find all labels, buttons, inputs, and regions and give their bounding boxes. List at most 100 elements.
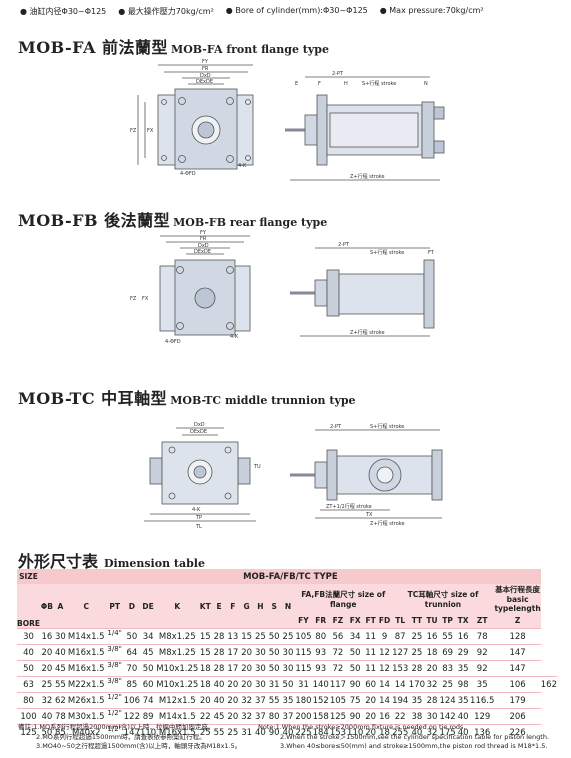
col-c: C	[83, 601, 89, 611]
table-cell: 18	[198, 676, 213, 693]
table-cell: 105	[329, 692, 347, 709]
note-en-3: 3.When 40≤bore≤50(mm) and stroke≥1500mm,…	[280, 742, 548, 750]
col-zt: ZT	[476, 616, 488, 625]
label-tl: TL	[195, 524, 202, 530]
table-cell: 255	[391, 724, 409, 740]
table-cell: 11	[363, 644, 378, 661]
table-cell: 98	[456, 676, 471, 693]
table-cell: M14x1.5	[66, 628, 106, 645]
size-header: SIZE	[17, 569, 40, 584]
table-cell: 70	[123, 660, 140, 677]
table-cell: 110	[139, 724, 157, 740]
table-cell: 20	[363, 708, 378, 725]
table-cell: 175	[438, 724, 457, 740]
label-h: H	[344, 81, 348, 87]
flange-group-header: FA,FB法蘭尺寸 size of flange	[301, 589, 386, 609]
table-cell: 90	[267, 724, 282, 740]
table-cell: 35	[281, 692, 295, 709]
table-cell: 142	[438, 708, 457, 725]
table-cell: 34	[139, 628, 157, 645]
table-cell: 18	[425, 644, 439, 661]
table-cell: 140	[312, 676, 330, 693]
spec-pressure-en: ● Max pressure:70kg/cm²	[379, 6, 484, 15]
table-cell: 28	[425, 692, 439, 709]
table-cell: 83	[438, 660, 457, 677]
label-z-stroke-tc: Z+行程 stroke	[370, 520, 405, 527]
table-cell: 40	[408, 724, 426, 740]
table-cell: 20	[363, 692, 378, 709]
table-cell: 106	[494, 676, 541, 693]
table-cell: 89	[139, 708, 157, 725]
table-cell: 37	[281, 708, 295, 725]
table-cell: M26x1.5	[66, 692, 106, 709]
table-cell: 30	[253, 644, 268, 661]
drawing-fb: FY FR DxD DExDE FZ FX 4-ΦFD 4-K 2-PT S+行…	[130, 230, 435, 345]
table-cell: 75	[346, 692, 364, 709]
bore-header: BORE	[17, 619, 40, 628]
table-cell: 14	[377, 692, 392, 709]
table-cell: 11	[363, 660, 378, 677]
label-k: 4-K	[238, 163, 247, 169]
table-cell: 74	[139, 692, 157, 709]
table-cell: M10x1.25	[156, 676, 199, 693]
table-cell: 50	[123, 628, 140, 645]
label-zt: ZT+1/2行程 stroke	[326, 503, 372, 510]
col-tt: TT	[411, 616, 423, 625]
table-cell: 78	[53, 708, 67, 725]
table-cell: 80	[267, 708, 282, 725]
table-cell: M16x1.5	[156, 724, 199, 740]
table-cell: 170	[408, 676, 426, 693]
col-s: S	[271, 601, 277, 611]
table-cell: 147	[494, 644, 541, 661]
table-cell: 32	[239, 708, 254, 725]
label-fz: FZ	[130, 128, 137, 134]
col-b: ΦB	[40, 601, 53, 611]
table-cell: 16	[377, 708, 392, 725]
col-tu: TU	[426, 616, 438, 625]
note-en-2: 2.When the stroke＞1500mm,see the cylinde…	[280, 732, 550, 741]
table-cell: 100	[17, 708, 40, 725]
table-cell: 20	[198, 692, 213, 709]
label-dxd-tc: DxD	[194, 422, 205, 428]
col-tx: TX	[457, 616, 469, 625]
table-cell: 22	[198, 708, 213, 725]
note-cn-2: 2.MO系列行程超過1500mm時，請查表依参照築缸行程。	[36, 732, 206, 741]
table-cell: 20	[225, 708, 240, 725]
col-fr: FR	[315, 616, 327, 625]
table-cell: 15	[239, 628, 254, 645]
table-cell: 206	[494, 708, 541, 725]
table-cell: 85	[123, 676, 140, 693]
label-pt: 2-PT	[332, 71, 344, 77]
label-fz-fb: FZ	[130, 296, 137, 302]
table-cell: 55	[212, 724, 226, 740]
note-en-1: Note:1.When the stroke≥2000mm,fixture is…	[258, 723, 466, 731]
table-cell: 194	[391, 692, 409, 709]
col-d: D	[128, 601, 135, 611]
table-cell: 25	[253, 628, 268, 645]
table-cell: 90	[346, 708, 364, 725]
table-cell: 20	[239, 676, 254, 693]
label-tp: TP	[195, 515, 202, 521]
note-cn-1: 備註:1.MO系列行程超過2000mm(含)以上時，拉桿中間加固定座。	[18, 723, 215, 731]
table-cell: 85	[53, 724, 67, 740]
table-cell: 147	[123, 724, 140, 740]
table-cell: 13	[225, 628, 240, 645]
table-cell: 115	[294, 660, 313, 677]
col-de: DE	[142, 601, 154, 611]
col-fd: FD	[378, 616, 391, 625]
table-cell: 56	[329, 628, 347, 645]
table-cell: 90	[346, 676, 364, 693]
table-cell: 20	[40, 660, 54, 677]
table-cell: 147	[494, 660, 541, 677]
label-fy-fb: FY	[200, 230, 207, 236]
table-cell: 40	[40, 708, 54, 725]
spec-bar: ● 油缸内径Φ30~Φ125 ● 最大操作壓力70kg/cm² ● Bore o…	[20, 6, 560, 17]
label-dxd-fb: DxD	[198, 243, 209, 249]
table-cell: 45	[212, 708, 226, 725]
